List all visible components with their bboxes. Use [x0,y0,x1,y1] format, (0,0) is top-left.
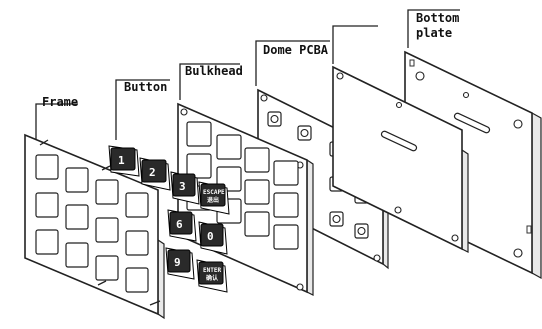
key-0: 0 [198,221,228,255]
key-9: 9 [165,247,195,280]
key-9-label: 9 [174,256,181,269]
button-leader-line [115,79,170,140]
bottom-plate-leader-line [407,9,460,48]
dome-pcba-label: Dome PCBA [263,43,329,57]
key-enter-label-cn: 确认 [206,274,219,282]
buttons: 1 2 3 ESCAPE 退出 6 0 [108,145,230,293]
key-3-label: 3 [179,180,186,193]
frame-label: Frame [42,95,78,109]
bulkhead-label: Bulkhead [185,64,243,78]
key-3: 3 [170,171,200,205]
key-escape: ESCAPE 退出 [198,181,230,215]
bottom-plate-label-line2: plate [416,26,452,40]
spacer-plate-leader-line [332,25,378,64]
key-6-label: 6 [176,218,183,231]
dome-pcba-leader-line [255,40,330,86]
key-enter-label: ENTER [203,267,221,274]
callouts: Frame Button Bulkhead Dome PCBA Bottom p… [35,9,460,140]
bulkhead-leader-line [179,63,240,100]
key-2: 2 [139,157,171,191]
key-1: 1 [108,145,140,177]
key-enter: ENTER 确认 [196,259,228,293]
spacer-plate [332,65,469,253]
key-0-label: 0 [207,230,214,243]
frame-leader-line [35,103,78,140]
key-2-label: 2 [149,166,156,179]
bottom-plate-label-line1: Bottom [416,11,459,25]
button-label: Button [124,80,167,94]
frame [24,133,165,320]
key-escape-label: ESCAPE [203,189,225,196]
key-1-label: 1 [118,154,125,167]
key-escape-label-cn: 退出 [207,196,219,204]
key-6: 6 [167,209,197,242]
